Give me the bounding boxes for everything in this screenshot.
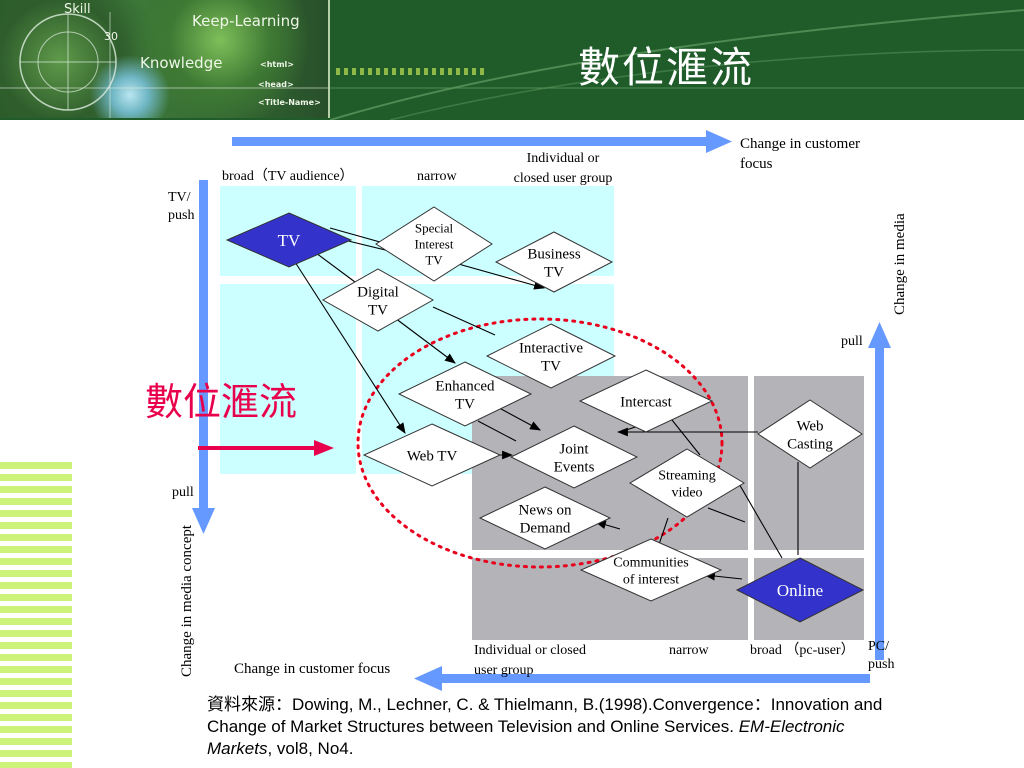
banner-skill: Skill (64, 2, 91, 17)
citation-journal: EM-Electronic Markets (207, 717, 845, 758)
node-diamond (579, 538, 723, 602)
node-diamond (629, 448, 745, 518)
node-diamond (578, 369, 714, 433)
header-banner: Skill 30 Keep-Learning Knowledge <html> … (0, 0, 1024, 120)
label-tv-push: TV/push (168, 190, 194, 223)
node-diamond (375, 206, 493, 282)
citation-prefix: 資料來源：Dowing, M., Lechner, C. & Thielmann… (207, 695, 883, 736)
connector-line (707, 507, 746, 523)
node-diamond (321, 268, 435, 332)
connector-line (294, 261, 406, 434)
top-axis-arrow (232, 130, 732, 153)
convergence-side-label: 數位滙流 (145, 380, 297, 424)
label-broad-pc: broad （pc-user） (750, 642, 855, 658)
right-axis-label: Change in media (892, 213, 908, 315)
label-narrow-top: narrow (417, 169, 458, 184)
header-swoosh (330, 9, 1024, 120)
node-diamond (735, 557, 865, 623)
page-title: 數位滙流 (578, 43, 755, 92)
node-label: Online (777, 581, 823, 600)
label-narrow-bottom: narrow (669, 643, 710, 658)
label-pull-left: pull (172, 485, 194, 500)
left-axis-label: Change in media concept (179, 524, 195, 677)
node-web-tv: Web TV (362, 423, 502, 487)
node-label: Intercast (620, 394, 672, 410)
banner-number: 30 (104, 30, 118, 43)
banner-circles (0, 12, 328, 118)
right-axis-arrow (868, 322, 891, 660)
node-label: TV (278, 231, 301, 250)
side-red-arrow (198, 440, 334, 456)
connector-line (394, 317, 456, 364)
node-tv: TV (225, 212, 353, 268)
connector-line (315, 252, 356, 283)
banner-keep-learning: Keep-Learning (192, 12, 300, 30)
node-intercast: Intercast (578, 369, 714, 433)
banner-tag-html: <html> (260, 60, 295, 69)
label-broad-tv: broad（TV audience） (222, 168, 354, 184)
banner-image: Skill 30 Keep-Learning Knowledge <html> … (0, 0, 330, 118)
node-online: Online (735, 557, 865, 623)
node-diamond (225, 212, 353, 268)
node-diamond (494, 231, 614, 293)
connector-line (477, 420, 517, 442)
banner-tag-head: <head> (258, 80, 294, 89)
citation: 資料來源：Dowing, M., Lechner, C. & Thielmann… (207, 694, 897, 760)
bottom-axis-arrow (414, 666, 870, 691)
diagram-connectors (294, 227, 799, 581)
node-diamond (478, 486, 612, 550)
connector-line (432, 306, 496, 336)
connector-line (671, 419, 701, 456)
banner-tag-title: <Title-Name> (258, 98, 321, 107)
citation-suffix: , vol8, No4. (267, 739, 354, 758)
label-pull-right: pull (841, 334, 863, 349)
node-diamond (397, 361, 533, 427)
connector-line (737, 481, 783, 559)
left-axis-arrow (192, 180, 215, 534)
node-diamond (757, 399, 863, 469)
convergence-ellipse (356, 317, 724, 569)
node-diamond (509, 425, 639, 489)
connector-line (703, 571, 743, 581)
green-stripe-decoration (0, 462, 72, 768)
bottom-axis-label: Change in customer focus (234, 661, 390, 677)
label-pc-push: PC/push (868, 639, 894, 672)
node-diamond (485, 323, 617, 389)
node-diamond (362, 423, 502, 487)
banner-knowledge: Knowledge (140, 54, 223, 72)
node-label: Web TV (407, 448, 458, 464)
